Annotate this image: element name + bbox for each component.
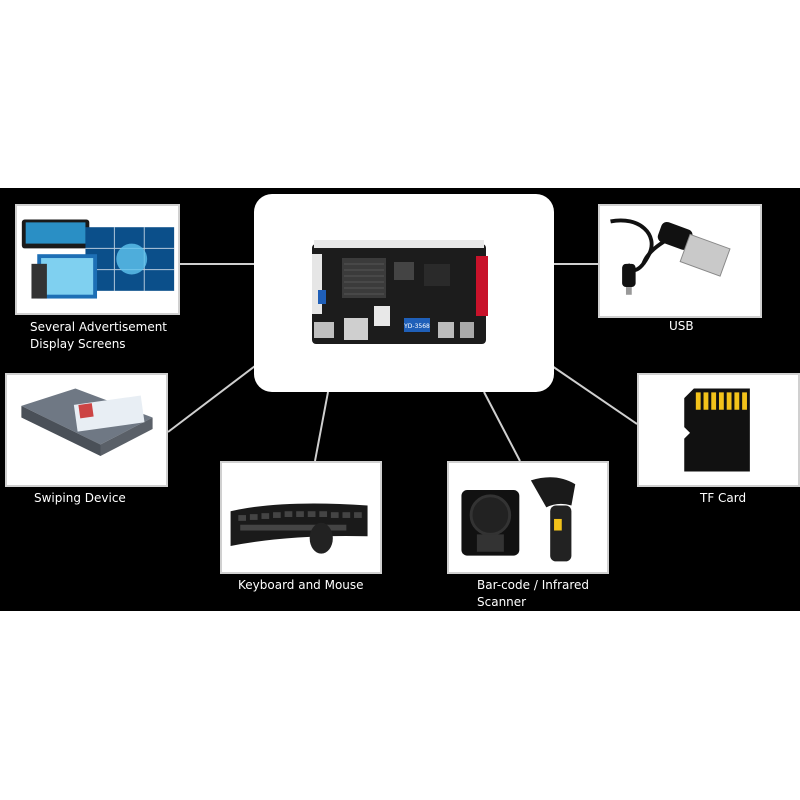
- label-keyboard: Keyboard and Mouse: [238, 578, 364, 592]
- connector-keyboard: [314, 391, 329, 462]
- node-tf-image: [637, 373, 800, 487]
- barcode-scanner-icon: [449, 463, 607, 572]
- usb-cable-icon: [600, 206, 760, 316]
- connector-scanner: [483, 391, 521, 462]
- label-usb: USB: [669, 319, 694, 333]
- label-displays-line2: Display Screens: [30, 337, 126, 351]
- label-displays: Several Advertisement Display Screens: [30, 319, 167, 353]
- node-keyboard-image: [220, 461, 382, 574]
- node-scanner-image: [447, 461, 609, 574]
- card-reader-icon: [7, 375, 166, 485]
- label-tf: TF Card: [700, 491, 747, 505]
- connector-swipe: [167, 365, 256, 433]
- label-scanner: Bar-code / Infrared Scanner: [477, 577, 589, 611]
- display-screens-icon: [17, 206, 178, 313]
- label-swipe: Swiping Device: [34, 491, 126, 505]
- label-displays-line1: Several Advertisement: [30, 320, 168, 334]
- motherboard-icon: YD-3568: [312, 240, 488, 344]
- tf-card-icon: [639, 375, 798, 485]
- node-displays-image: [15, 204, 180, 315]
- node-swipe-image: [5, 373, 168, 487]
- connector-tf: [551, 365, 638, 425]
- label-scanner-line1: Bar-code / Infrared: [477, 578, 590, 592]
- center-board-panel: YD-3568: [254, 194, 554, 392]
- keyboard-mouse-icon: [222, 463, 380, 572]
- board-label: YD-3568: [403, 323, 430, 330]
- label-scanner-line2: Scanner: [477, 595, 527, 609]
- node-usb-image: [598, 204, 762, 318]
